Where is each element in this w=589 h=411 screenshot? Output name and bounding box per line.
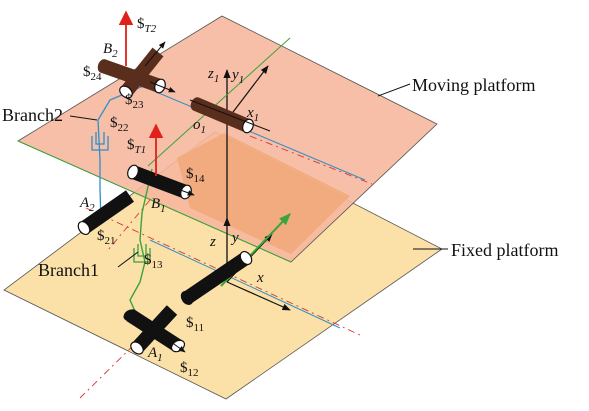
point-B2: B2	[103, 41, 118, 60]
screw-arrow-S12	[159, 333, 186, 353]
x-axis-line-fixed	[149, 239, 341, 329]
screw-arrow-S23	[144, 41, 166, 67]
axis-label-x: x	[256, 270, 264, 286]
joint-S12-cross	[130, 305, 178, 355]
screw-label-S21: $21	[97, 228, 116, 247]
screw-label-S11: $11	[186, 315, 204, 334]
joint-o1	[190, 97, 254, 134]
screw-arrow-S11	[187, 281, 211, 299]
x-axis	[226, 281, 291, 311]
axis-label-z: z	[209, 234, 216, 250]
screw-arrow-S24	[149, 81, 176, 93]
screw-label-S12: $12	[180, 360, 199, 379]
y1-axis	[226, 65, 269, 121]
branch1-label: Branch1	[38, 260, 99, 280]
point-o1: o1	[193, 117, 206, 136]
axis-label-y: y	[230, 230, 239, 246]
axis-label-y1: y1	[230, 67, 244, 86]
branch2-label: Branch2	[2, 105, 63, 125]
fixed-platform-label: Fixed platform	[451, 240, 558, 260]
screw-label-ST1: $T1	[127, 137, 146, 156]
moving-platform-label: Moving platform	[412, 75, 536, 95]
branch1-leader	[117, 251, 139, 268]
point-A1: A1	[147, 345, 163, 364]
axis-label-z1: z1	[207, 66, 219, 85]
prismatic-joint-S22	[91, 132, 109, 151]
x1-axis	[189, 99, 271, 132]
joint-S21	[77, 190, 134, 236]
screw-label-S24: $24	[83, 64, 102, 83]
point-o: o	[198, 280, 206, 296]
screw-label-S13: $13	[144, 252, 163, 271]
screw-label-S14: $14	[186, 166, 205, 185]
green-diagonal-line	[147, 37, 291, 167]
screw-label-S22: $22	[110, 115, 129, 134]
point-B1: B1	[151, 196, 166, 215]
point-A2: A2	[79, 195, 95, 214]
screw-label-S23: $23	[125, 92, 144, 111]
joint-S23	[119, 47, 164, 99]
dashed-axis-line	[249, 135, 373, 185]
branch2-chain	[97, 83, 149, 225]
moving-platform-leader	[377, 83, 411, 97]
dashed-axis-line	[107, 199, 151, 251]
screw-label-ST2: $T2	[137, 16, 157, 35]
platform-overlap	[177, 133, 350, 254]
moving-platform-edge	[17, 140, 292, 263]
axis-label-x1: x1	[246, 105, 259, 124]
branch2-leader	[69, 115, 98, 121]
screw-arrow-S14	[174, 187, 195, 196]
